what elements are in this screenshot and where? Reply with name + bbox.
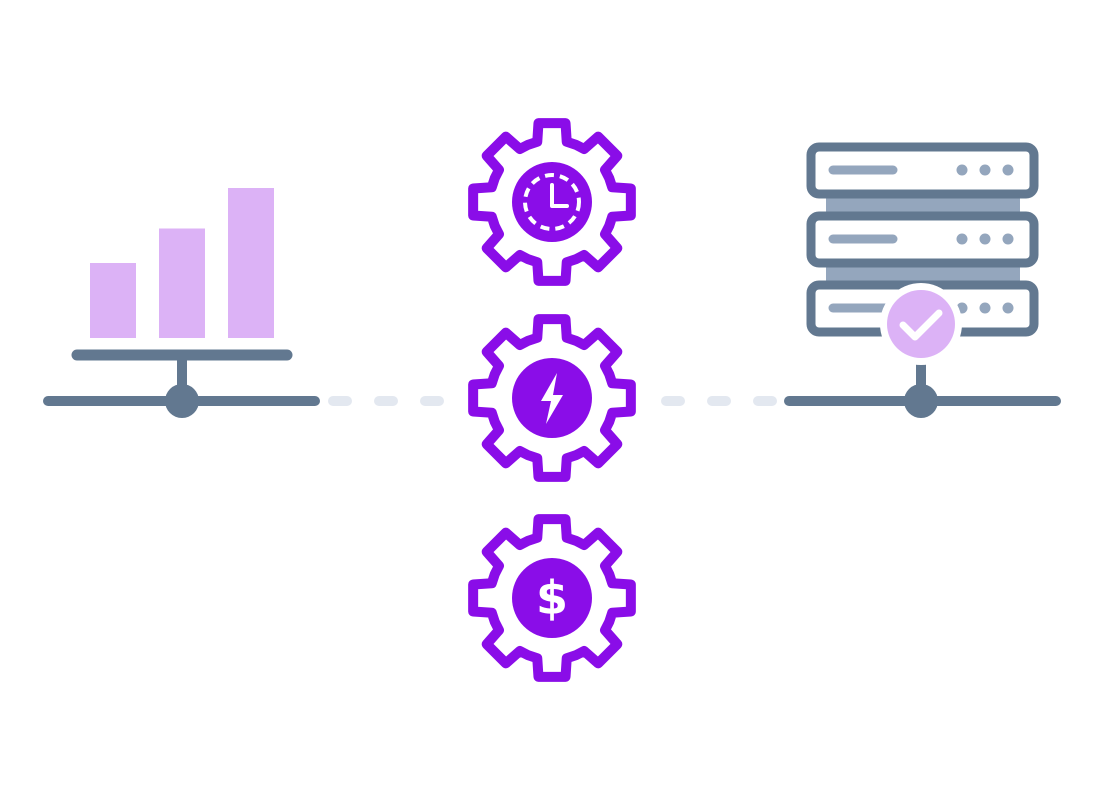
server-led xyxy=(956,233,968,245)
bar-chart-icon xyxy=(90,188,274,338)
check-badge-icon xyxy=(880,283,962,365)
server-led xyxy=(979,233,991,245)
network-node-left xyxy=(165,384,199,418)
checkmark-icon xyxy=(899,309,943,341)
server-node xyxy=(784,142,1061,418)
dollar-sign-icon: $ xyxy=(536,571,568,625)
server-led xyxy=(979,164,991,176)
server-unit-2 xyxy=(806,211,1039,268)
analytics-node xyxy=(43,188,320,418)
chart-bar-2 xyxy=(159,228,205,338)
chart-bar-3 xyxy=(228,188,274,338)
chart-bar-1 xyxy=(90,263,136,338)
server-led xyxy=(1002,302,1014,314)
gear-hub-bottom xyxy=(512,558,592,638)
server-stack-icon xyxy=(806,142,1039,337)
server-led xyxy=(1002,164,1014,176)
server-led xyxy=(1002,233,1014,245)
gear-lightning-icon xyxy=(473,319,631,477)
gear-clock-icon xyxy=(473,123,631,281)
lightning-bolt-icon xyxy=(541,373,563,424)
gear-dollar-icon: $ xyxy=(473,519,631,677)
server-led xyxy=(979,302,991,314)
server-unit-1 xyxy=(806,142,1039,199)
network-node-right xyxy=(904,384,938,418)
clock-icon xyxy=(523,173,581,231)
server-led xyxy=(956,164,968,176)
